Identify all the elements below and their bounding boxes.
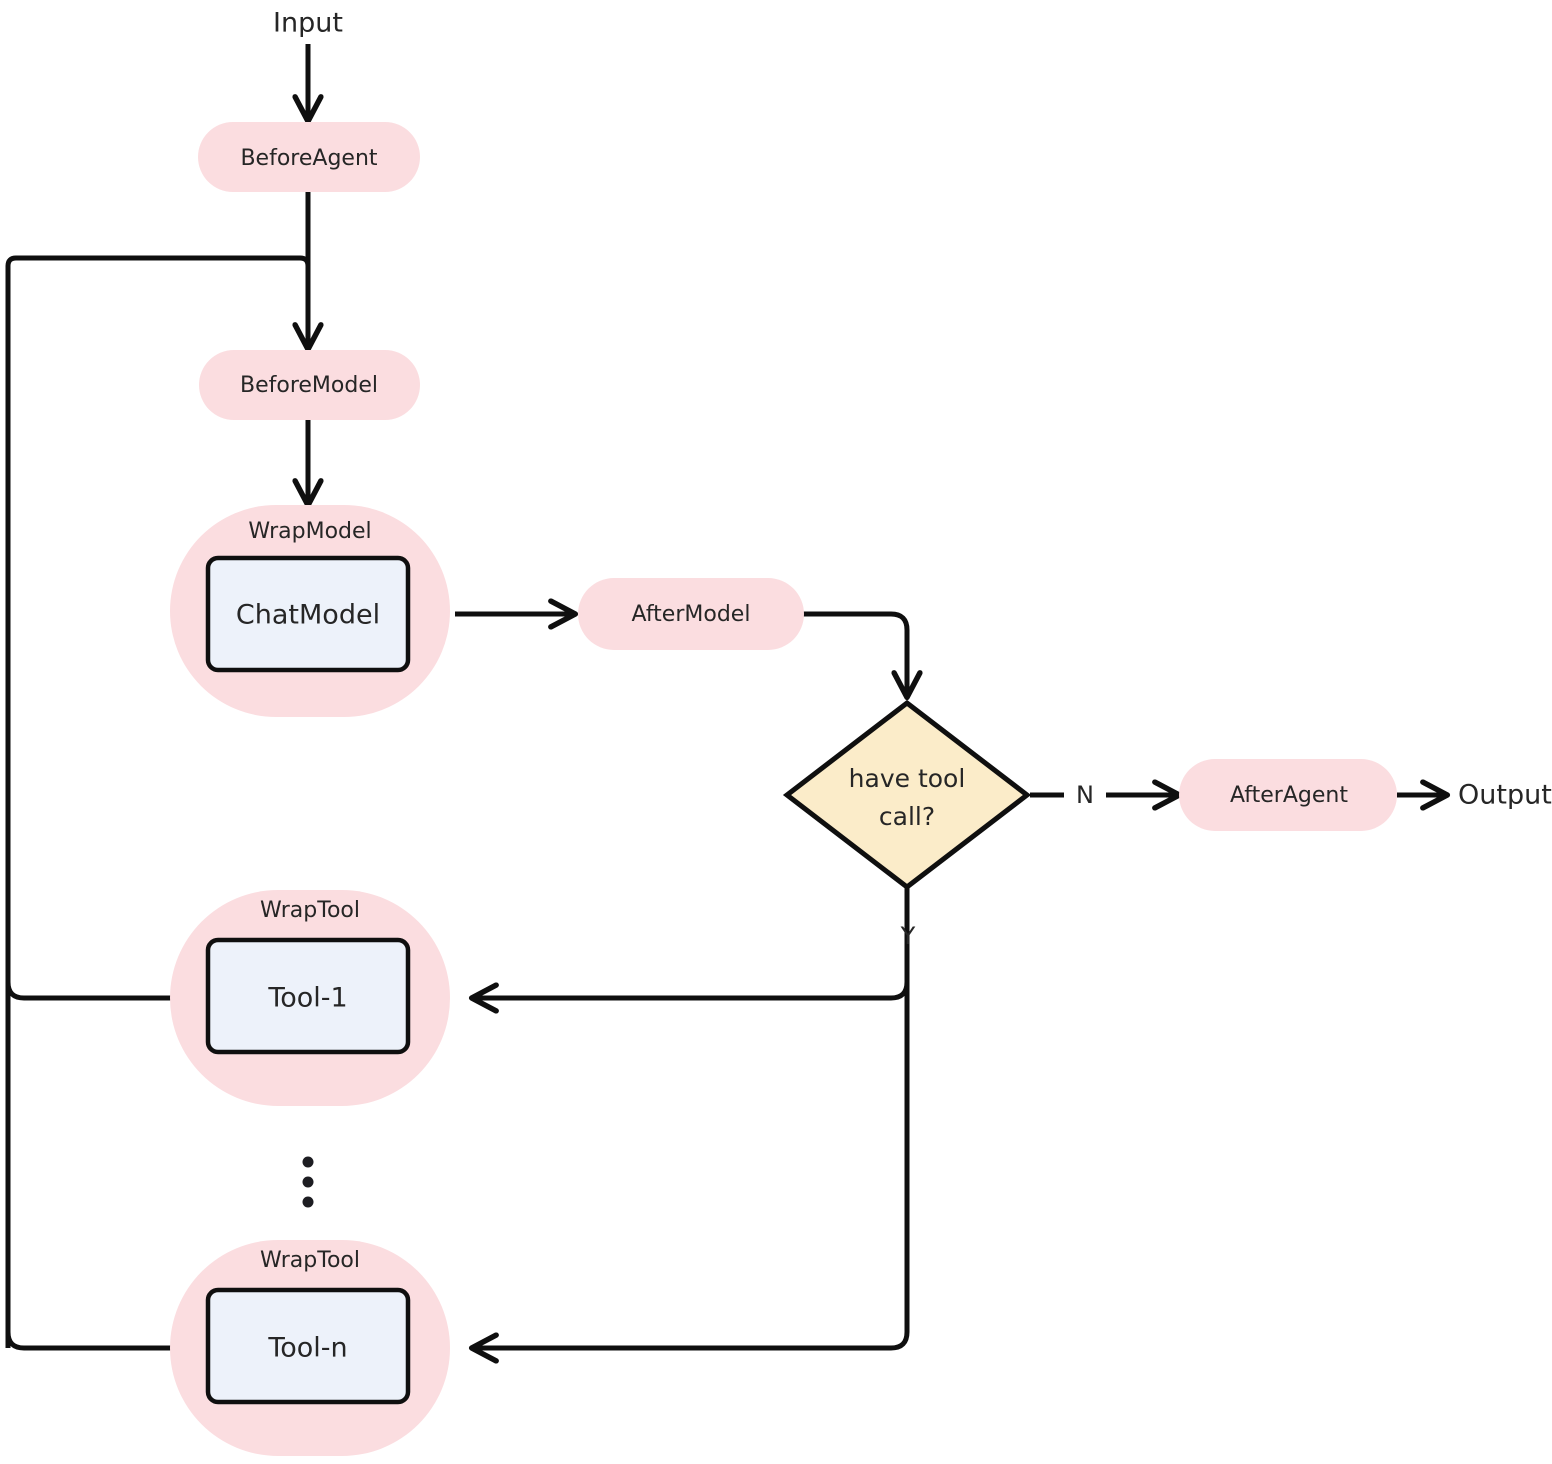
wrap-model-label: WrapModel bbox=[248, 519, 371, 544]
node-before-agent[interactable]: BeforeAgent bbox=[198, 122, 420, 192]
node-wrap-model[interactable]: WrapModel ChatModel bbox=[170, 505, 450, 717]
tools-ellipsis-icon bbox=[302, 1156, 314, 1208]
edge-tooln-to-rail bbox=[5, 1331, 208, 1351]
ellipsis-dot-2 bbox=[302, 1176, 314, 1188]
decision-label-line1: have tool bbox=[849, 764, 966, 793]
after-agent-label: AfterAgent bbox=[1230, 783, 1348, 808]
node-wrap-tool-1[interactable]: WrapTool Tool-1 bbox=[170, 890, 450, 1106]
node-chat-model[interactable]: ChatModel bbox=[205, 555, 411, 673]
tool-1-label: Tool-1 bbox=[267, 983, 347, 1014]
edge-aftermodel-to-decision bbox=[803, 611, 907, 694]
tool-n-shape bbox=[205, 1287, 411, 1405]
before-model-label: BeforeModel bbox=[240, 373, 378, 398]
ellipsis-dot-1 bbox=[302, 1156, 314, 1168]
after-model-label: AfterModel bbox=[632, 602, 751, 627]
edge-tools-feedback-rail bbox=[5, 255, 311, 1348]
output-terminal-label: Output bbox=[1458, 780, 1552, 811]
after-agent-shape bbox=[1179, 759, 1397, 831]
edge-label-yes: Y bbox=[900, 922, 916, 950]
after-model-shape bbox=[578, 578, 804, 650]
wrap-tool-1-label: WrapTool bbox=[260, 898, 360, 923]
before-model-shape bbox=[199, 350, 420, 420]
node-before-model[interactable]: BeforeModel bbox=[199, 350, 420, 420]
decision-shape bbox=[782, 699, 1032, 891]
ellipsis-dot-3 bbox=[302, 1196, 314, 1208]
decision-label-line2: call? bbox=[879, 802, 935, 831]
edge-tool1-to-rail bbox=[5, 981, 208, 1001]
tool-n-label: Tool-n bbox=[267, 1333, 347, 1364]
node-after-agent[interactable]: AfterAgent bbox=[1179, 759, 1397, 831]
edge-decision-yes-trunk bbox=[475, 877, 910, 1348]
node-tool-n[interactable]: Tool-n bbox=[205, 1287, 411, 1405]
input-terminal-label: Input bbox=[273, 8, 343, 39]
edge-yes-branch-tool1 bbox=[475, 981, 910, 998]
chat-model-label: ChatModel bbox=[236, 600, 380, 631]
tool-1-shape bbox=[205, 937, 411, 1055]
node-decision-have-tool-call[interactable]: have tool call? bbox=[782, 699, 1032, 891]
chat-model-shape bbox=[205, 555, 411, 673]
node-tool-1[interactable]: Tool-1 bbox=[205, 937, 411, 1055]
wrap-tool-n-label: WrapTool bbox=[260, 1248, 360, 1273]
node-after-model[interactable]: AfterModel bbox=[578, 578, 804, 650]
edge-label-no: N bbox=[1076, 781, 1094, 809]
before-agent-label: BeforeAgent bbox=[240, 146, 377, 171]
node-wrap-tool-n[interactable]: WrapTool Tool-n bbox=[170, 1240, 450, 1456]
before-agent-shape bbox=[198, 122, 420, 192]
